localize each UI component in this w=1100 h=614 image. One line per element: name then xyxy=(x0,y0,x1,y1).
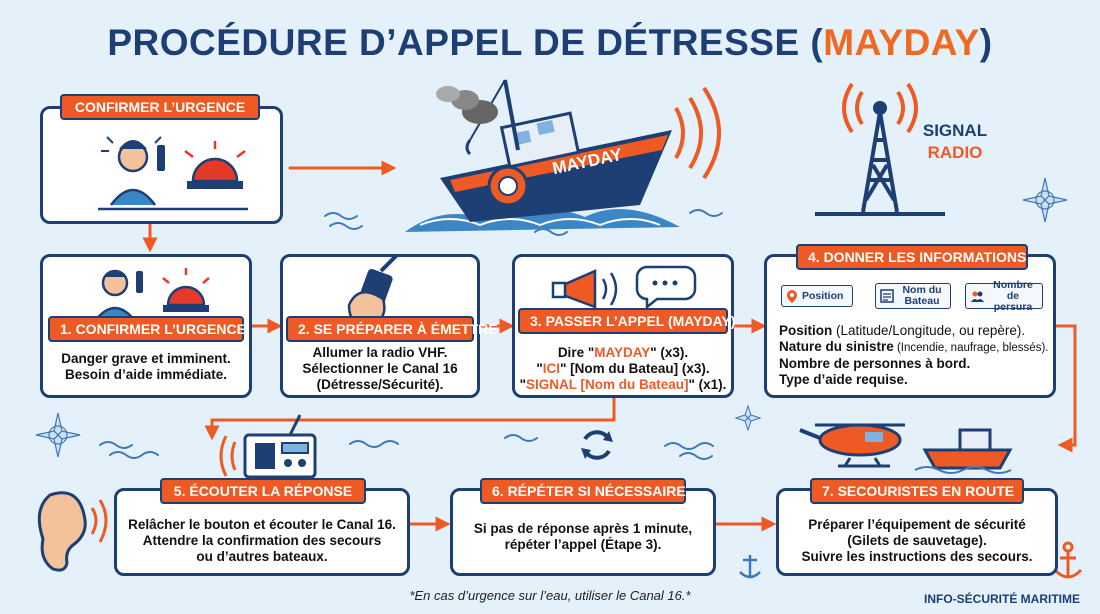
person-phone-alarm-illustration xyxy=(94,268,210,322)
card-step-3-text: Dire "MAYDAY" (x3). "ICI" [Nom du Bateau… xyxy=(515,345,731,393)
ear-icon xyxy=(37,491,108,572)
text-line: (Gilets de sauvetage). xyxy=(847,533,987,548)
megaphone-speech-illustration xyxy=(551,265,697,310)
card-step-1-text: Danger grave et imminent. Besoin d’aide … xyxy=(43,351,249,383)
text-line-4: Type d’aide requise. xyxy=(779,372,908,387)
text-line-3: Nombre de personnes à bord. xyxy=(779,356,971,371)
card-step-1-badge: 1. CONFIRMER L’URGENCE xyxy=(48,316,246,342)
compass-rose-icon xyxy=(1022,177,1068,223)
text-line-2: Nature du sinistre (Incendie, naufrage, … xyxy=(779,339,1049,354)
chip-persons-l1: Nombre xyxy=(993,278,1033,291)
chip-position: Position xyxy=(781,285,853,307)
text-line: ou d’autres bateaux. xyxy=(196,549,328,564)
card-step-7-badge: 7. SECOURISTES EN ROUTE xyxy=(810,478,1024,504)
signal-radio-label: SIGNAL RADIO xyxy=(905,120,1005,164)
card-step-5-badge: 5. ÉCOUTER LA RÉPONSE xyxy=(160,478,366,504)
anchor-icon xyxy=(739,555,761,579)
chip-boat-name-l1: Nom du xyxy=(902,284,942,296)
signal-label-line2: RADIO xyxy=(927,143,983,162)
text-line: Besoin d’aide immédiate. xyxy=(64,367,228,382)
title-close: ) xyxy=(979,22,993,63)
text-line-3: "SIGNAL [Nom du Bateau]" (x1). xyxy=(519,377,727,392)
compass-rose-icon xyxy=(734,404,762,432)
chip-persons-l2: de persura xyxy=(993,289,1033,313)
card-step-3: Dire "MAYDAY" (x3). "ICI" [Nom du Bateau… xyxy=(512,254,734,398)
location-pin-icon xyxy=(787,290,797,303)
page-title: PROCÉDURE D’APPEL DE DÉTRESSE (MAYDAY) xyxy=(0,22,1100,64)
people-icon xyxy=(971,291,984,302)
card-step-4-text: Position (Latitude/Longitude, ou repère)… xyxy=(779,323,1051,388)
text-line-1: Position (Latitude/Longitude, ou repère)… xyxy=(779,323,1026,338)
card-intro-confirm xyxy=(40,106,283,224)
chip-boat-name-l2: Bateau xyxy=(904,295,940,307)
footer-note: *En cas d’urgence sur l’eau, utiliser le… xyxy=(409,588,691,603)
text-line: Danger grave et imminent. xyxy=(61,351,231,366)
card-step-5-text: Relâcher le bouton et écouter le Canal 1… xyxy=(117,517,407,565)
card-step-3-badge: 3. PASSER L’APPEL (MAYDAY) xyxy=(518,308,735,334)
footer-brand: INFO-SÉCURITÉ MARITIME xyxy=(924,592,1080,606)
card-intro-badge: CONFIRMER L’URGENCE xyxy=(60,94,260,120)
card-step-4-badge: 4. DONNER LES INFORMATIONS xyxy=(796,244,1028,270)
text-line: Préparer l’équipement de sécurité xyxy=(808,517,1026,532)
compass-rose-icon xyxy=(35,412,81,458)
text-line: Attendre la confirmation des secours xyxy=(142,533,382,548)
rescue-boat-icon xyxy=(914,428,1013,474)
text-line: répéter l’appel (Étape 3). xyxy=(504,537,662,552)
card-step-2-text: Allumer la radio VHF. Sélectionner le Ca… xyxy=(283,345,477,393)
vhf-radio-icon xyxy=(219,414,317,479)
text-line: Sélectionner le Canal 16 xyxy=(302,361,458,376)
title-main: PROCÉDURE D’APPEL DE DÉTRESSE ( xyxy=(107,22,824,63)
signal-label-line1: SIGNAL xyxy=(922,121,988,140)
text-line-1: Dire "MAYDAY" (x3). xyxy=(557,345,689,360)
anchor-icon xyxy=(1053,541,1083,579)
document-icon xyxy=(880,289,894,303)
card-step-7-text: Préparer l’équipement de sécurité (Gilet… xyxy=(779,517,1055,565)
boat-mayday-label: MAYDAY xyxy=(550,144,624,179)
text-line: Si pas de réponse après 1 minute, xyxy=(473,521,693,536)
rescue-helicopter-icon xyxy=(799,423,905,468)
title-accent: MAYDAY xyxy=(823,22,980,63)
text-line: Allumer la radio VHF. xyxy=(312,345,448,360)
text-line: Suivre les instructions des secours. xyxy=(801,549,1033,564)
text-line: (Détresse/Sécurité). xyxy=(316,377,444,392)
repeat-cycle-icon xyxy=(581,430,613,460)
card-step-6-text: Si pas de réponse après 1 minute, répéte… xyxy=(453,521,713,553)
text-line: Relâcher le bouton et écouter le Canal 1… xyxy=(128,517,396,532)
text-line-2: "ICI" [Nom du Bateau] (x3). xyxy=(536,361,710,376)
card-step-6-badge: 6. RÉPÉTER SI NÉCESSAIRE xyxy=(480,478,686,504)
person-phone-alarm-illustration xyxy=(98,136,248,211)
card-step-2-badge: 2. SE PRÉPARER À ÉMETTRE xyxy=(286,316,498,342)
chip-position-label: Position xyxy=(802,289,844,302)
